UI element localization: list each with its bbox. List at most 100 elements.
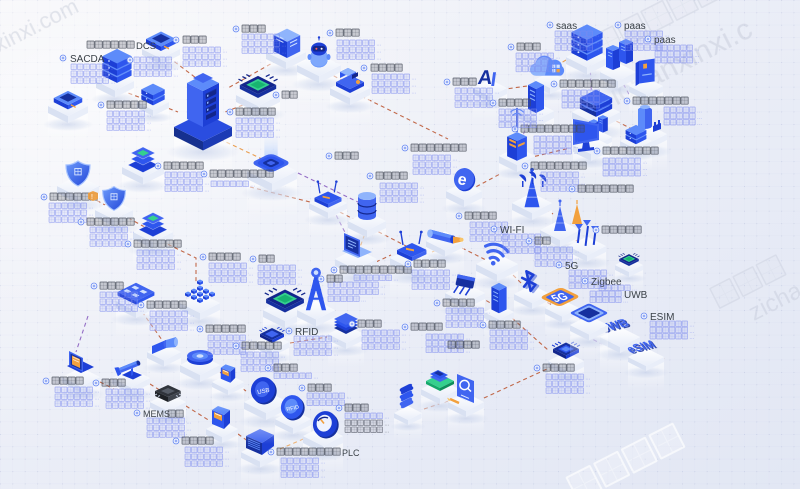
svg-text:...: ... [173, 72, 178, 78]
svg-text:...: ... [333, 338, 338, 344]
svg-text:...: ... [451, 279, 456, 285]
svg-text:...: ... [222, 49, 227, 55]
svg-text:...: ... [333, 351, 338, 357]
svg-text:...: ... [280, 367, 285, 373]
svg-text:...: ... [139, 307, 144, 313]
svg-text:...: ... [145, 391, 150, 397]
svg-text:...: ... [376, 42, 381, 48]
svg-text:...: ... [419, 192, 424, 198]
svg-text:...: ... [88, 212, 93, 218]
svg-text:RFID: RFID [295, 327, 318, 338]
svg-text:...: ... [250, 183, 255, 189]
svg-text:...: ... [320, 460, 325, 466]
svg-text:...: ... [145, 404, 150, 410]
svg-text:...: ... [573, 138, 578, 144]
svg-text:USB: USB [257, 388, 270, 396]
svg-text:...: ... [204, 187, 209, 193]
svg-text:...: ... [204, 174, 209, 180]
svg-text:...: ... [697, 121, 702, 127]
svg-text:...: ... [222, 56, 227, 62]
svg-text:...: ... [224, 462, 229, 468]
svg-text:...: ... [585, 376, 590, 382]
svg-text:...: ... [694, 47, 699, 53]
svg-text:...: ... [297, 274, 302, 280]
svg-text:...: ... [632, 287, 637, 293]
svg-text:...: ... [451, 285, 456, 291]
svg-text:...: ... [204, 181, 209, 187]
svg-text:...: ... [248, 278, 253, 284]
svg-text:...: ... [176, 252, 181, 258]
svg-text:...: ... [594, 46, 599, 52]
svg-text:...: ... [574, 249, 579, 255]
svg-text:...: ... [186, 420, 191, 426]
svg-text:!: ! [91, 194, 93, 201]
svg-text:...: ... [222, 62, 227, 68]
svg-text:...: ... [697, 115, 702, 121]
svg-text:...: ... [280, 361, 285, 367]
svg-text:...: ... [247, 337, 252, 343]
svg-text:...: ... [509, 231, 514, 237]
svg-text:...: ... [129, 242, 134, 248]
svg-text:...: ... [313, 375, 318, 381]
svg-text:...: ... [419, 198, 424, 204]
svg-text:...: ... [186, 433, 191, 439]
svg-text:...: ... [281, 43, 286, 49]
svg-text:...: ... [694, 53, 699, 59]
svg-text:...: ... [384, 415, 389, 421]
svg-text:...: ... [664, 40, 669, 46]
svg-text:...: ... [146, 113, 151, 119]
svg-text:...: ... [275, 133, 280, 139]
svg-text:...: ... [485, 323, 490, 329]
svg-text:...: ... [248, 265, 253, 271]
svg-text:...: ... [689, 323, 694, 329]
svg-text:...: ... [110, 73, 115, 79]
svg-text:...: ... [94, 402, 99, 408]
svg-text:...: ... [320, 467, 325, 473]
svg-text:...: ... [186, 427, 191, 433]
svg-text:...: ... [485, 317, 490, 323]
svg-text:...: ... [189, 313, 194, 319]
svg-text:...: ... [529, 339, 534, 345]
svg-text:saas: saas [556, 21, 577, 32]
svg-text:...: ... [346, 402, 351, 408]
svg-text:...: ... [573, 144, 578, 150]
svg-text:PLC: PLC [342, 448, 360, 458]
svg-text:...: ... [110, 66, 115, 72]
svg-text:...: ... [280, 354, 285, 360]
svg-text:eSIM: eSIM [623, 338, 658, 356]
svg-text:...: ... [275, 127, 280, 133]
svg-text:...: ... [94, 389, 99, 395]
svg-text:...: ... [529, 332, 534, 338]
svg-text:...: ... [411, 89, 416, 95]
svg-text:...: ... [384, 429, 389, 435]
svg-text:...: ... [664, 33, 669, 39]
svg-text:...: ... [139, 294, 144, 300]
svg-text:...: ... [642, 166, 647, 172]
svg-text:...: ... [146, 126, 151, 132]
svg-text:...: ... [494, 97, 499, 103]
svg-text:MEMS: MEMS [143, 409, 170, 419]
svg-text:...: ... [494, 90, 499, 96]
svg-text:...: ... [361, 298, 366, 304]
svg-text:...: ... [275, 120, 280, 126]
svg-text:...: ... [129, 236, 134, 242]
svg-text:...: ... [411, 76, 416, 82]
svg-text:...: ... [529, 345, 534, 351]
svg-text:...: ... [465, 349, 470, 355]
svg-text:...: ... [509, 224, 514, 230]
svg-text:...: ... [574, 262, 579, 268]
svg-text:...: ... [608, 278, 613, 284]
svg-text:...: ... [176, 265, 181, 271]
svg-text:...: ... [333, 345, 338, 351]
svg-text:...: ... [88, 218, 93, 224]
svg-text:...: ... [297, 267, 302, 273]
svg-text:...: ... [401, 345, 406, 351]
svg-text:5G: 5G [549, 291, 571, 304]
svg-text:...: ... [465, 342, 470, 348]
svg-text:...: ... [573, 150, 578, 156]
svg-text:...: ... [376, 49, 381, 55]
svg-text:...: ... [247, 350, 252, 356]
svg-text:SACDA: SACDA [70, 54, 105, 65]
svg-text:...: ... [601, 98, 606, 104]
svg-text:...: ... [248, 272, 253, 278]
